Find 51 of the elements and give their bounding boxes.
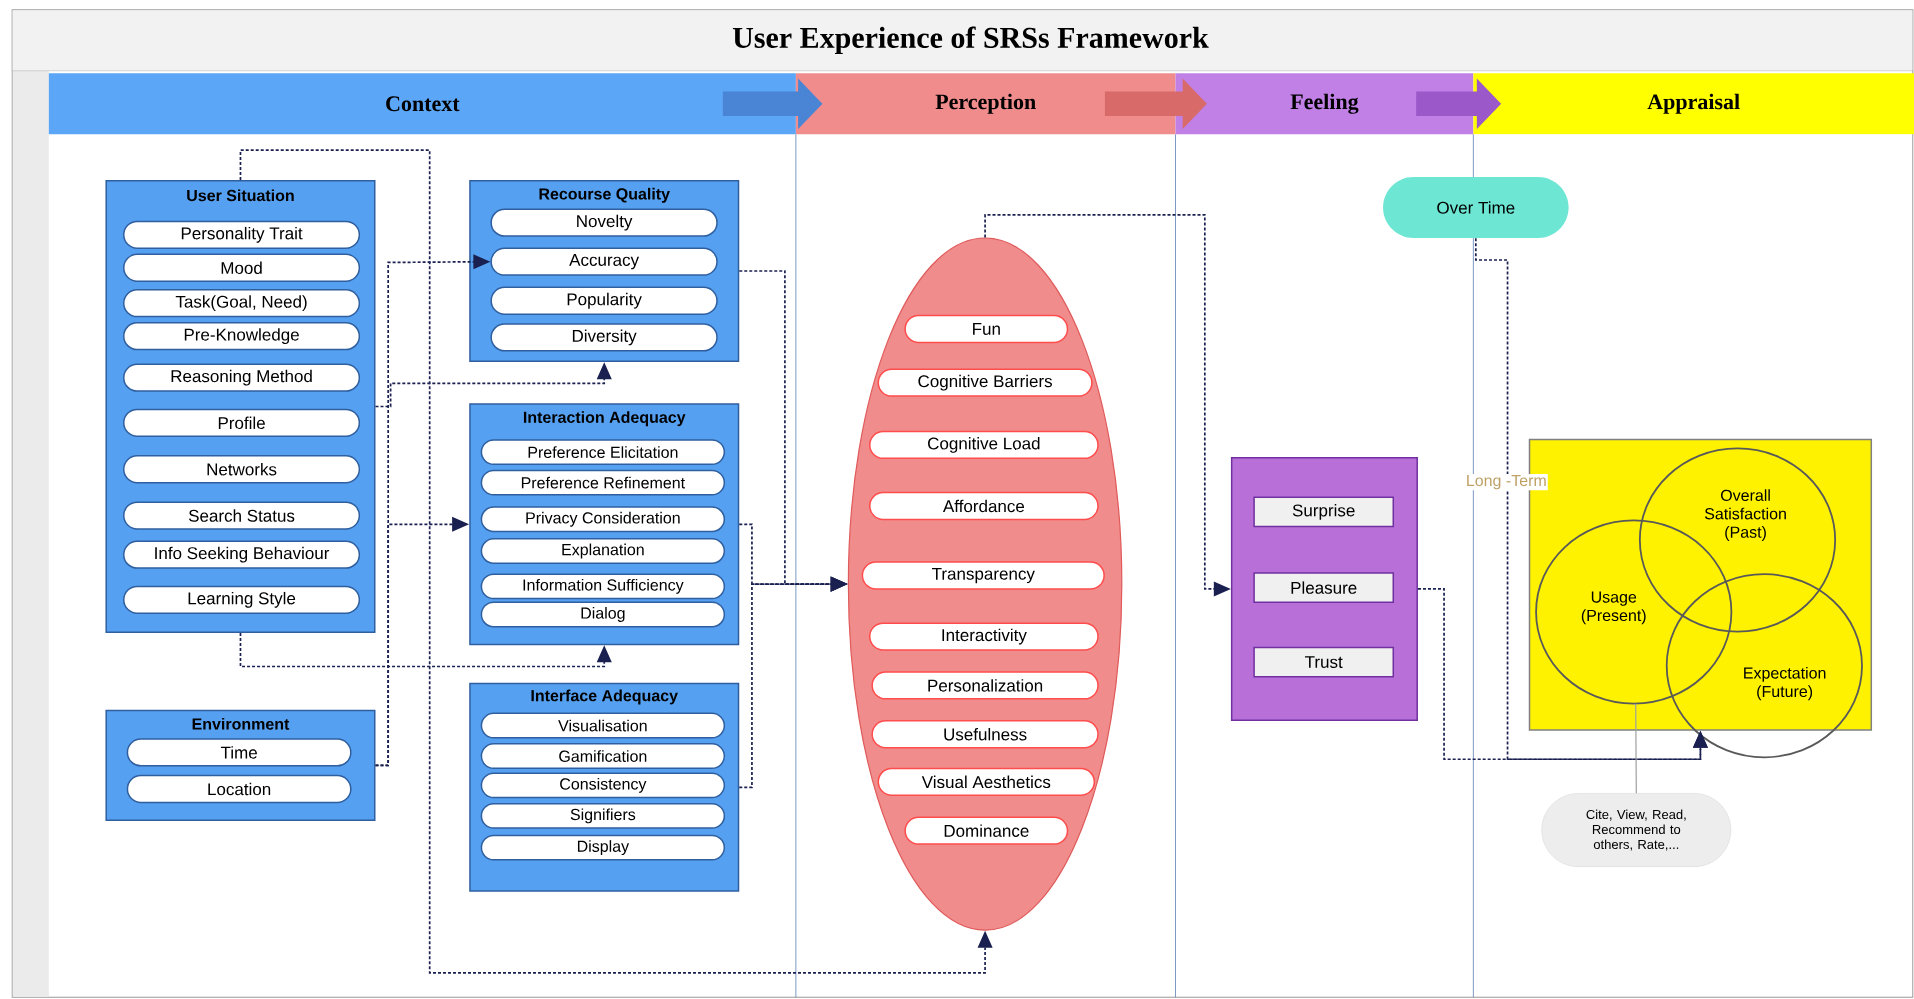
- arrow: [239, 632, 612, 668]
- factor-pill: Pre-Knowledge: [123, 321, 361, 351]
- factor-pill: Visual Aesthetics: [877, 767, 1096, 796]
- factor-pill: Personalization: [871, 671, 1099, 700]
- feeling-label-box: Trust: [1253, 646, 1394, 678]
- factor-pill: Cognitive Load: [869, 430, 1099, 460]
- factor-pill: Info Seeking Behaviour: [123, 540, 361, 569]
- factor-pill: Display: [480, 834, 726, 861]
- factor-pill: Dialog: [480, 601, 726, 628]
- factor-pill: Gamification: [480, 743, 726, 769]
- factor-pill: Transparency: [861, 561, 1105, 590]
- factor-pill: Dominance: [904, 816, 1069, 845]
- factor-pill: Reasoning Method: [123, 363, 361, 392]
- title-bar: User Experience of SRSs Framework: [12, 9, 1913, 71]
- factor-pill: Visualisation: [480, 712, 726, 739]
- factor-pill: Signifiers: [480, 802, 726, 829]
- factor-pill: Location: [126, 774, 352, 804]
- callout-bubble: Cite, View, Read, Recommend to others, Rate,...: [1541, 793, 1732, 867]
- factor-pill: Personality Trait: [123, 220, 361, 249]
- factor-pill: Privacy Consideration: [480, 506, 726, 533]
- factor-pill: Diversity: [490, 323, 718, 352]
- feeling-label-box: Surprise: [1253, 496, 1394, 528]
- factor-pill: Task(Goal, Need): [123, 289, 361, 318]
- time-badge: Over Time: [1383, 177, 1569, 239]
- factor-pill: Time: [126, 738, 352, 767]
- lane-header: Context: [48, 73, 796, 135]
- factor-pill: Affordance: [869, 491, 1099, 521]
- factor-pill: Popularity: [490, 286, 718, 315]
- factor-pill: Fun: [904, 314, 1069, 344]
- factor-pill: Consistency: [480, 772, 726, 799]
- factor-pill: Cognitive Barriers: [877, 368, 1093, 397]
- edge-label: Long -Term: [1464, 474, 1548, 491]
- feeling-label-box: Pleasure: [1253, 572, 1394, 603]
- factor-pill: Profile: [123, 408, 361, 437]
- lane-header: Perception: [795, 73, 1176, 135]
- factor-pill: Preference Refinement: [480, 469, 726, 496]
- factor-pill: Mood: [123, 253, 361, 282]
- factor-pill: Search Status: [123, 501, 361, 530]
- factor-pill: Networks: [123, 455, 361, 484]
- leader-line: [1633, 703, 1637, 794]
- factor-pill: Interactivity: [869, 622, 1099, 651]
- factor-pill: Preference Elicitation: [480, 439, 726, 466]
- factor-pill: Information Sufficiency: [480, 573, 726, 600]
- lane-header: Appraisal: [1473, 73, 1914, 135]
- factor-pill: Learning Style: [123, 585, 361, 614]
- arrow: [239, 149, 993, 974]
- factor-pill: Accuracy: [490, 247, 718, 276]
- factor-pill: Novelty: [490, 208, 718, 237]
- arrow: [1474, 237, 1708, 761]
- factor-pill: Usefulness: [871, 720, 1099, 749]
- factor-pill: Explanation: [480, 538, 726, 564]
